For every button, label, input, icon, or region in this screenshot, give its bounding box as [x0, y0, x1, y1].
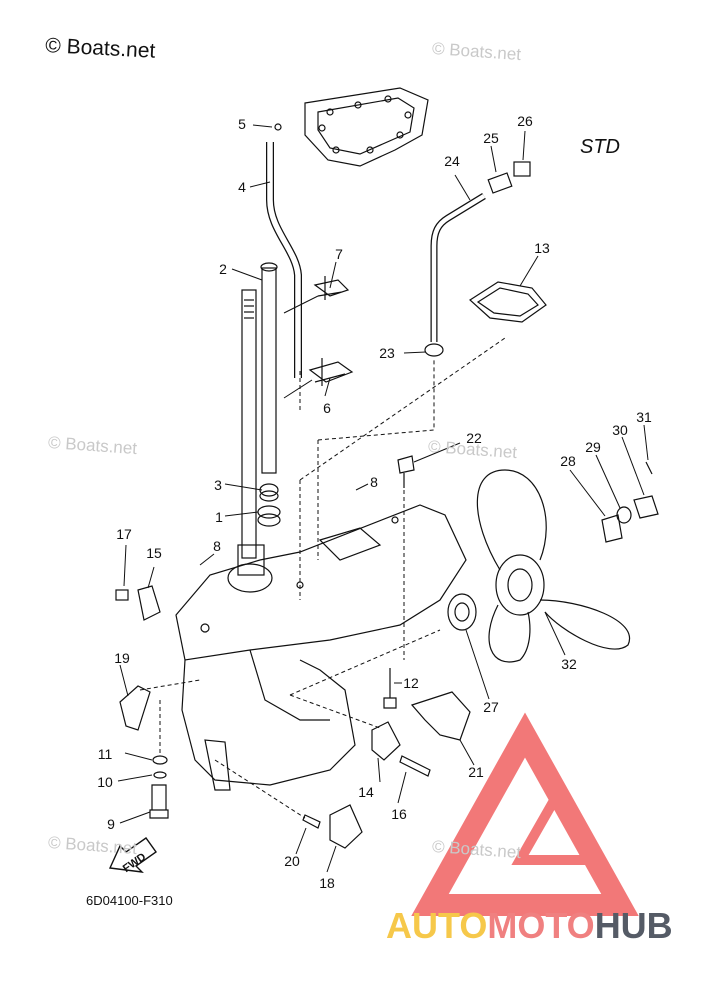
gasket — [469, 281, 547, 323]
callout-label: 30 — [612, 422, 628, 438]
callout-label: 13 — [534, 240, 550, 256]
callout-label: 6 — [323, 400, 331, 416]
fwd-arrow-icon — [108, 837, 157, 873]
anode-side — [137, 585, 161, 621]
callout-label: 4 — [238, 179, 246, 195]
propeller — [476, 469, 631, 663]
tube-clip-upper — [313, 276, 350, 300]
brand-part-3: HUB — [594, 905, 673, 946]
callout-label: 18 — [319, 875, 335, 891]
callout-label: 31 — [636, 409, 652, 425]
callout-label: 32 — [561, 656, 577, 672]
drive-shaft — [241, 262, 278, 559]
callout-label: 7 — [335, 246, 343, 262]
lower-casing — [175, 504, 467, 791]
trim-tab — [371, 721, 401, 761]
callout-label: 29 — [585, 439, 601, 455]
callout-label: 8 — [370, 474, 378, 490]
bolt-12 — [383, 668, 397, 709]
callout-label: 16 — [391, 806, 407, 822]
callout-label: 25 — [483, 130, 499, 146]
brand-wordmark: AUTOMOTOHUB — [386, 905, 673, 947]
bushing — [259, 483, 279, 497]
brand-part-2: MOTO — [487, 905, 595, 946]
callout-label: 28 — [560, 453, 576, 469]
callout-label: 5 — [238, 116, 246, 132]
callout-label: 20 — [284, 853, 300, 869]
callout-label: 27 — [483, 699, 499, 715]
callout-label: 23 — [379, 345, 395, 361]
anode — [410, 691, 471, 741]
callout-label: 17 — [116, 526, 132, 542]
water-tube-secondary — [430, 193, 486, 342]
tube-clip-lower — [308, 358, 354, 386]
callout-label: 11 — [97, 746, 113, 762]
upper-gasket-plate — [304, 87, 429, 167]
callout-label: 12 — [403, 675, 419, 691]
variant-label: STD — [580, 136, 620, 158]
diagram-code: 6D04100-F310 — [86, 893, 173, 908]
brand-part-1: AUTO — [386, 905, 488, 946]
callout-label: 26 — [517, 113, 533, 129]
callout-label: 22 — [466, 430, 482, 446]
callout-label: 1 — [215, 509, 223, 525]
callout-label: 19 — [114, 650, 130, 666]
callout-label: 15 — [146, 545, 162, 561]
callout-label: 9 — [107, 816, 115, 832]
cover-plate — [329, 804, 363, 849]
bolt-22 — [397, 455, 415, 488]
callout-label: 21 — [468, 764, 484, 780]
callout-label: 24 — [444, 153, 460, 169]
callout-label: 10 — [97, 774, 113, 790]
leader-lines — [117, 124, 649, 873]
callout-label: 2 — [219, 261, 227, 277]
brand-logo-icon — [411, 712, 639, 916]
callout-label: 8 — [213, 538, 221, 554]
callout-label: 14 — [358, 784, 374, 800]
callout-label: 3 — [214, 477, 222, 493]
bolt-9 — [149, 784, 169, 819]
